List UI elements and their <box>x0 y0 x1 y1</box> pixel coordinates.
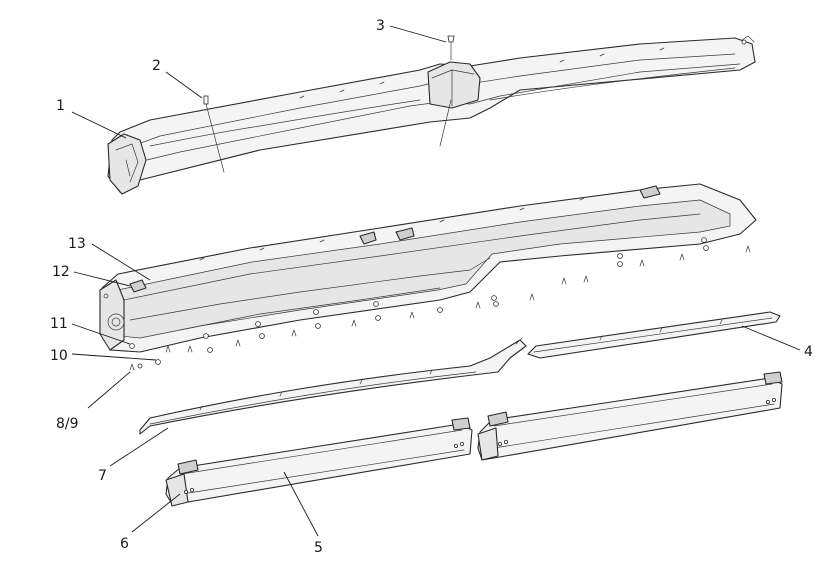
callout-11: 11 <box>50 316 68 332</box>
callout-8-9: 8/9 <box>56 416 79 432</box>
leader-5 <box>283 471 319 537</box>
callout-1: 1 <box>56 98 65 114</box>
leader-11 <box>71 323 131 345</box>
clips-group <box>129 237 751 371</box>
callout-4: 4 <box>804 344 813 360</box>
leader-lines <box>71 25 801 537</box>
part-12-13-main-frame <box>99 183 757 353</box>
callout-12: 12 <box>52 264 70 280</box>
part-5-left-panel <box>165 417 473 507</box>
callout-7: 7 <box>98 468 107 484</box>
part-7-curved-strip <box>139 337 527 435</box>
right-lower-panel <box>477 371 783 461</box>
part-2-screw <box>203 95 225 173</box>
callout-labels: 1 2 3 4 5 6 7 8/9 10 11 12 13 <box>50 18 813 556</box>
part-1-top-cover <box>107 35 756 195</box>
part-3-screw <box>439 35 455 147</box>
callout-2: 2 <box>152 58 161 74</box>
callout-3: 3 <box>376 18 385 34</box>
part-4-trim-strip <box>527 311 781 359</box>
leader-1 <box>71 111 127 139</box>
leader-2 <box>165 71 203 99</box>
leader-12 <box>73 271 131 287</box>
callout-10: 10 <box>50 348 68 364</box>
callout-13: 13 <box>68 236 86 252</box>
leader-10 <box>71 353 157 361</box>
leader-7 <box>109 427 169 467</box>
leader-3 <box>389 25 447 43</box>
leader-4 <box>741 325 801 351</box>
leader-6 <box>131 493 181 533</box>
leader-8-9 <box>87 371 131 409</box>
callout-6: 6 <box>120 536 129 552</box>
leader-13 <box>91 243 151 281</box>
callout-5: 5 <box>314 540 323 556</box>
